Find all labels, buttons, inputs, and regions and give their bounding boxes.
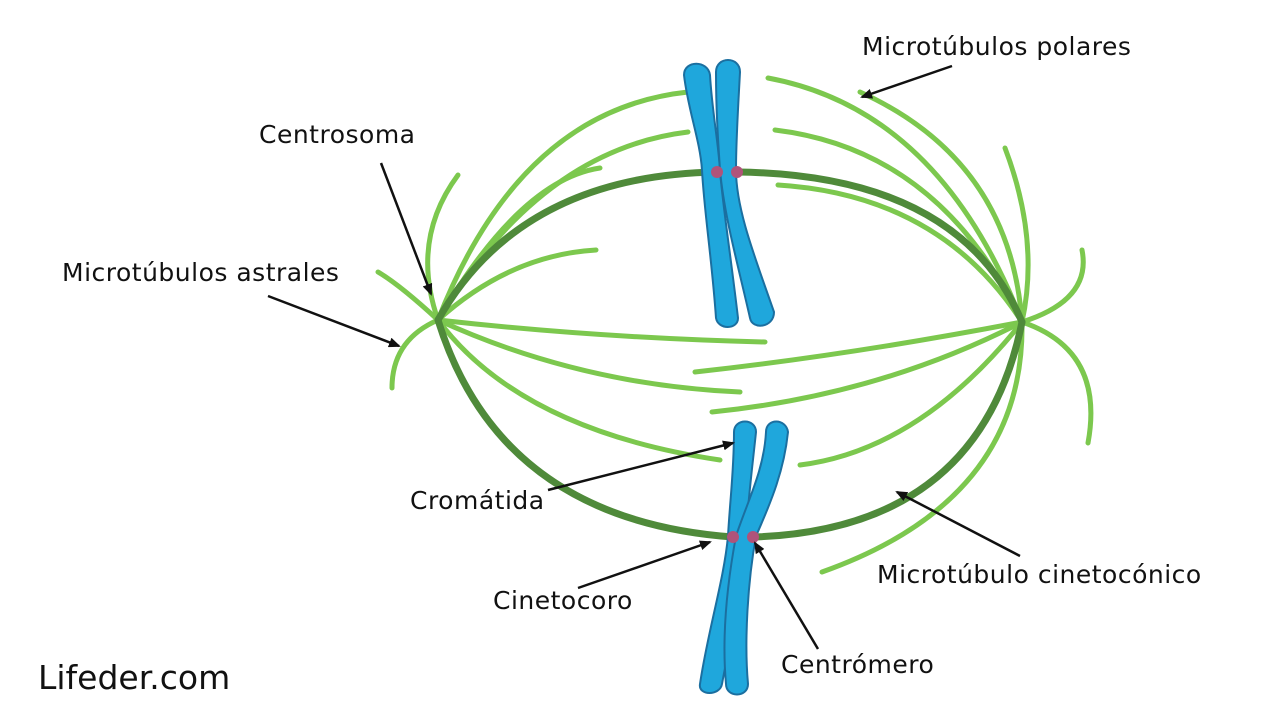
arrow-cromatida xyxy=(547,440,735,492)
astral-microtubule xyxy=(425,172,461,323)
label-microtubulo-cinetoconico: Microtúbulo cinetocónico xyxy=(877,560,1202,589)
kinetochore-microtubule xyxy=(734,168,1026,326)
centromere xyxy=(711,166,723,178)
kinetochore-microtubules xyxy=(434,168,1026,541)
label-microtubulos-astrales: Microtúbulos astrales xyxy=(62,258,340,287)
arrow-microtubulos-astrales xyxy=(267,294,401,348)
astral-microtubules xyxy=(375,145,1094,446)
polar-microtubule xyxy=(435,317,743,395)
polar-microtubule xyxy=(772,127,1025,325)
label-centromero: Centrómero xyxy=(781,650,935,679)
centromere xyxy=(731,166,743,178)
polar-microtubule xyxy=(709,319,1025,415)
polar-microtubule xyxy=(435,317,768,345)
chromosome-lower xyxy=(698,420,790,696)
arrow-microtubulo-cinetoconico xyxy=(895,490,1021,558)
astral-microtubule xyxy=(1019,247,1086,325)
chromatid xyxy=(682,62,740,328)
polar-microtubule xyxy=(797,319,1025,468)
polar-microtubule xyxy=(435,317,723,463)
arrow-centrosoma xyxy=(379,162,433,296)
polar-microtubule xyxy=(857,89,1025,325)
label-microtubulos-polares: Microtúbulos polares xyxy=(862,32,1132,61)
arrow-cinetocoro xyxy=(577,540,712,590)
kinetochore-microtubule xyxy=(434,168,722,324)
polar-microtubules xyxy=(435,75,1025,575)
arrow-centromero xyxy=(753,541,820,650)
polar-microtubule xyxy=(775,182,1025,325)
annotation-arrows xyxy=(267,64,1021,650)
label-cromatida: Cromátida xyxy=(410,486,545,515)
polar-microtubule xyxy=(435,247,599,323)
arrow-microtubulos-polares xyxy=(860,64,953,99)
polar-microtubule xyxy=(819,319,1025,575)
polar-microtubule xyxy=(435,89,691,323)
centromere xyxy=(747,531,759,543)
label-centrosoma: Centrosoma xyxy=(259,120,416,149)
label-cinetocoro: Cinetocoro xyxy=(493,586,633,615)
astral-microtubule xyxy=(1002,145,1031,325)
brand-watermark: Lifeder.com xyxy=(38,658,231,697)
chromosome-upper xyxy=(682,59,776,328)
astral-microtubule xyxy=(1019,319,1094,446)
astral-microtubule xyxy=(389,317,441,391)
kinetochore-microtubule xyxy=(749,318,1026,541)
centromere xyxy=(727,531,739,543)
kinetochore-microtubule xyxy=(434,316,737,541)
polar-microtubule xyxy=(765,75,1025,325)
polar-microtubule xyxy=(692,319,1025,375)
astral-microtubule xyxy=(375,269,441,323)
